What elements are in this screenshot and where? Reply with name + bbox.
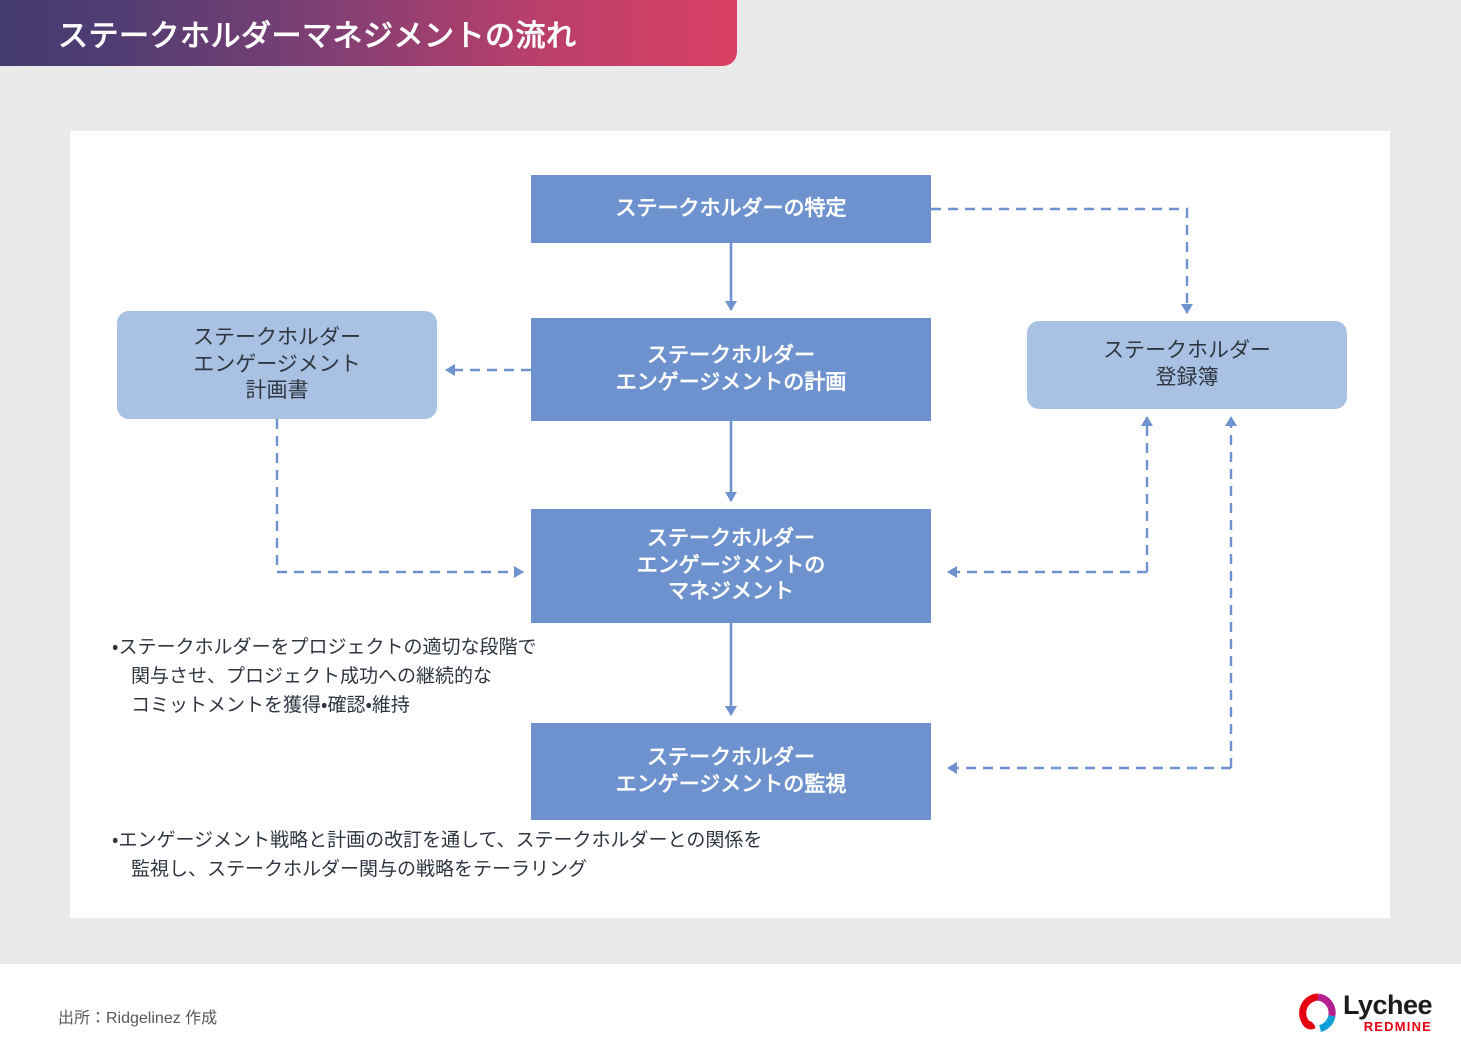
- logo-redmine-text: REDMINE: [1363, 1018, 1433, 1034]
- node-stakeholder-register[interactable]: ステークホルダー登録簿: [1027, 321, 1347, 409]
- footer-bar: [0, 964, 1461, 1062]
- note-monitor-engagement: ・エンゲージメント戦略と計画の改訂を通して、ステークホルダーとの関係を 監視し、…: [112, 830, 763, 880]
- logo-lychee-text: Lychee: [1343, 990, 1433, 1021]
- node-manage-engagement[interactable]: ステークホルダーエンゲージメントのマネジメント: [531, 509, 931, 623]
- title-banner: ステークホルダーマネジメントの流れ: [0, 0, 737, 66]
- source-credit: 出所：Ridgelinez 作成: [58, 1010, 218, 1027]
- logo-wordmark: Lychee REDMINE: [1343, 990, 1433, 1034]
- node-plan-engagement[interactable]: ステークホルダーエンゲージメントの計画: [531, 318, 931, 421]
- page-title: ステークホルダーマネジメントの流れ: [58, 20, 577, 53]
- lychee-ring-icon: [1299, 993, 1336, 1032]
- node-engagement-plan-document[interactable]: ステークホルダーエンゲージメント計画書: [117, 311, 437, 419]
- lychee-redmine-logo: Lychee REDMINE: [1297, 989, 1437, 1037]
- note-manage-engagement: ・ステークホルダーをプロジェクトの適切な段階で 関与させ、プロジェクト成功への継…: [112, 637, 537, 716]
- node-monitor-engagement[interactable]: ステークホルダーエンゲージメントの監視: [531, 723, 931, 820]
- node-identify-stakeholders[interactable]: ステークホルダーの特定: [531, 175, 931, 243]
